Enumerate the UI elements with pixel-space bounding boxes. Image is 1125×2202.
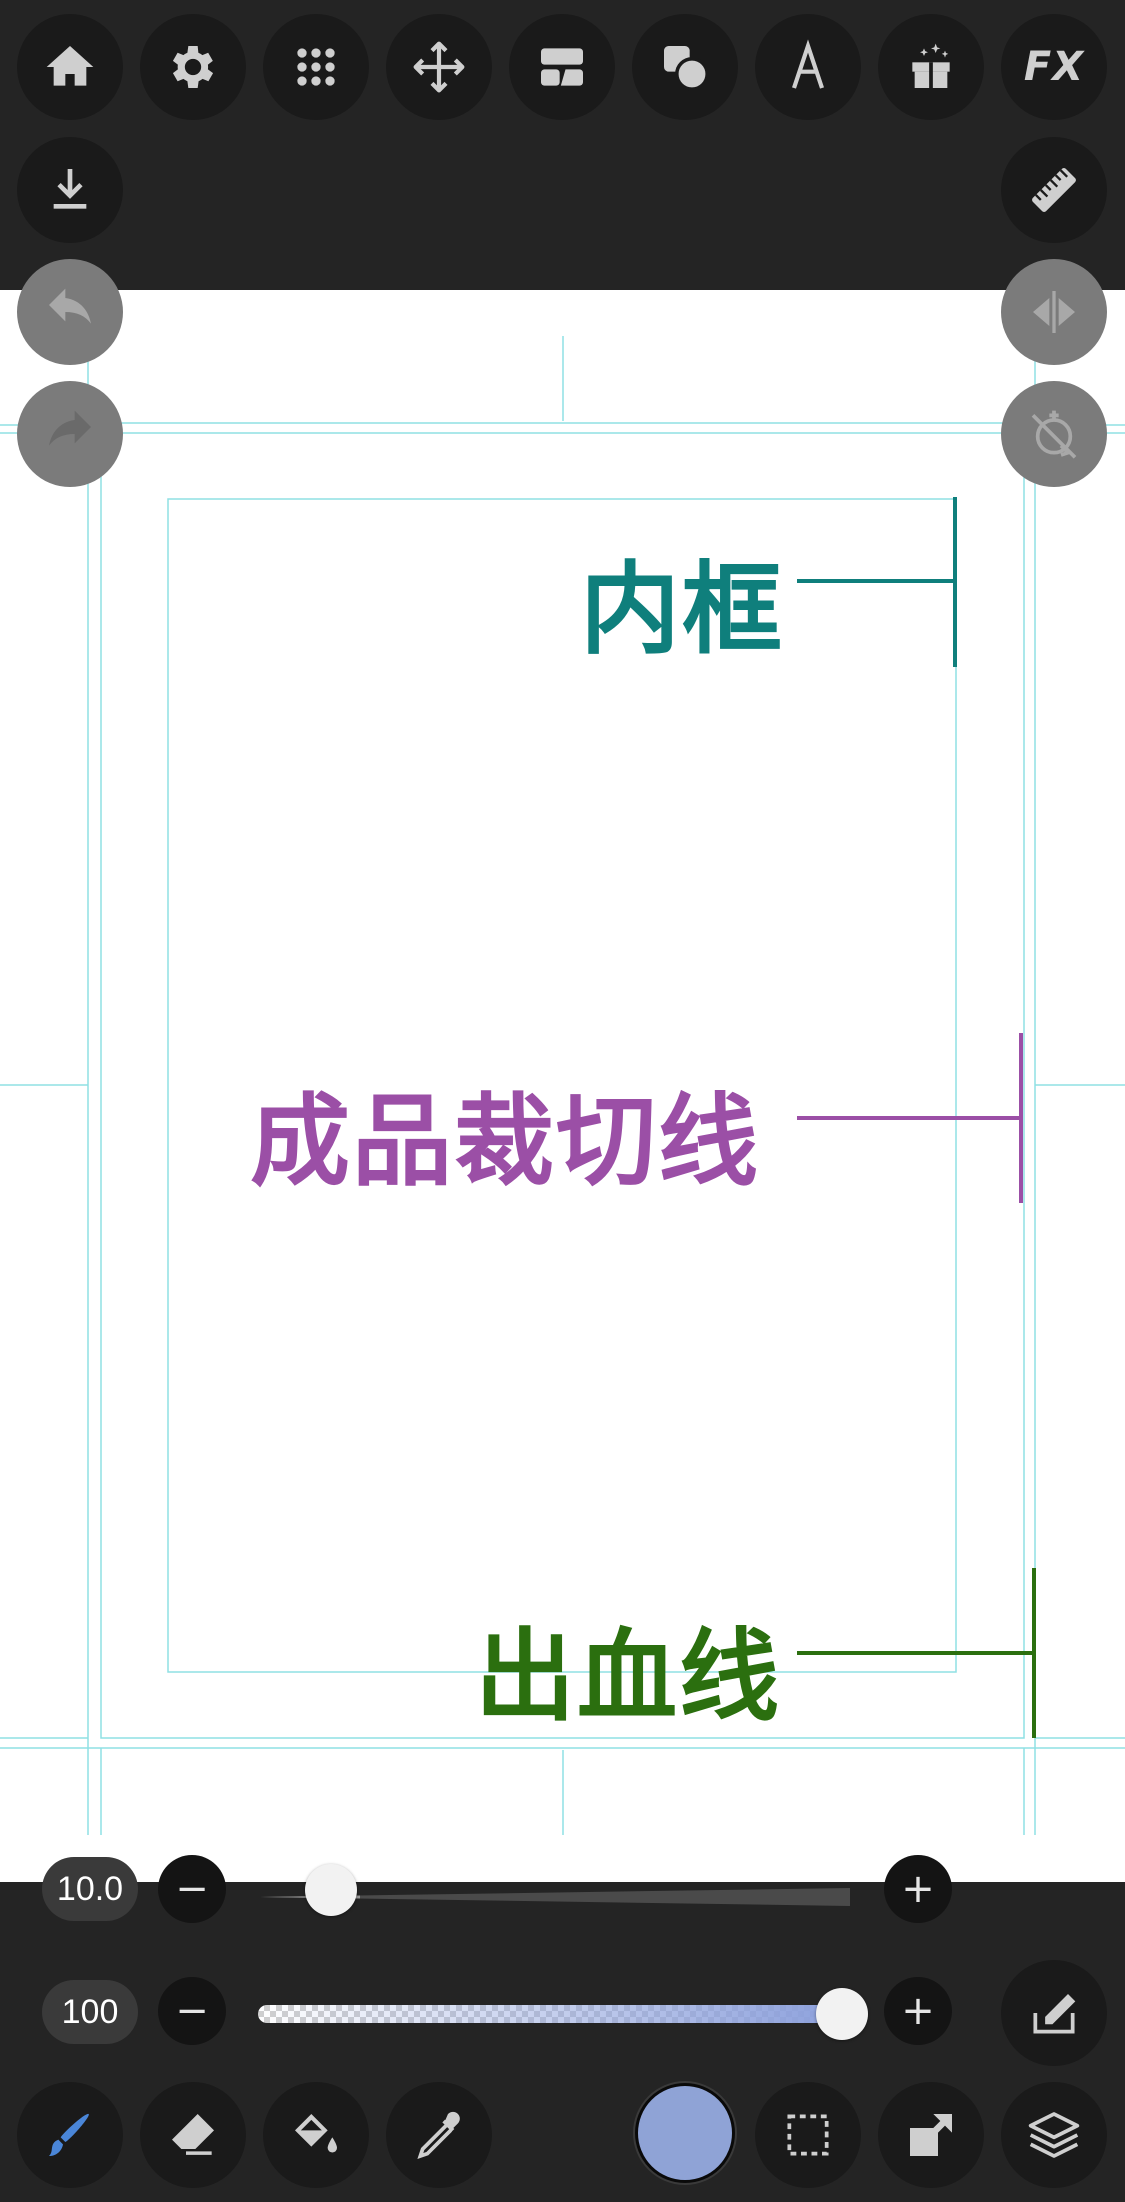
download-icon: [53, 169, 87, 209]
selection-icon: [787, 2114, 829, 2156]
edit-layer-button[interactable]: [1001, 1960, 1107, 2066]
inner-frame-label: 内框: [580, 551, 784, 668]
layout-icon: [541, 48, 583, 86]
brush-opacity-slider-thumb[interactable]: [816, 1988, 868, 2040]
shapes-button[interactable]: [632, 14, 738, 120]
transform-tool-button[interactable]: [878, 2082, 984, 2188]
text-button[interactable]: [755, 14, 861, 120]
inner-frame-guide: [167, 498, 957, 1673]
trim-line-label: 成品裁切线: [250, 1083, 760, 1200]
eyedropper-icon: [417, 2111, 460, 2159]
home-button[interactable]: [17, 14, 123, 120]
ruler-icon: [1032, 168, 1076, 212]
edit-layer-icon: [1033, 1994, 1076, 2034]
settings-button[interactable]: [140, 14, 246, 120]
brush-size-minus-button[interactable]: −: [158, 1855, 226, 1923]
apps-menu-button[interactable]: [263, 14, 369, 120]
top-toolbar: FX: [0, 0, 1125, 290]
brush-opacity-plus-button[interactable]: +: [884, 1977, 952, 2045]
undo-button[interactable]: [17, 259, 123, 365]
brush-opacity-slider[interactable]: [258, 2005, 842, 2023]
mirror-button[interactable]: [1001, 259, 1107, 365]
brush-icon: [49, 2113, 89, 2156]
brush-size-slider-thumb[interactable]: [304, 1864, 357, 1916]
text-icon: [792, 39, 824, 89]
opacity-fill: [258, 2005, 842, 2023]
fill-bucket-icon: [295, 2114, 337, 2153]
gift-icon: [912, 43, 950, 88]
fx-icon: FX: [1023, 44, 1085, 90]
rotate-lock-button[interactable]: [1001, 381, 1107, 487]
mirror-icon: [1033, 291, 1075, 333]
redo-icon: [49, 410, 91, 446]
bleed-line-label: 出血线: [475, 1618, 781, 1735]
brush-opacity-value[interactable]: 100: [42, 1980, 138, 2044]
brush-size-value[interactable]: 10.0: [42, 1857, 138, 1921]
color-picker-button[interactable]: [635, 2083, 735, 2183]
shapes-icon: [664, 46, 709, 91]
eyedropper-tool-button[interactable]: [386, 2082, 492, 2188]
undo-icon: [49, 288, 91, 324]
bleed-guide: [100, 432, 1025, 1739]
rotate-lock-icon: [1031, 410, 1077, 459]
brush-tool-button[interactable]: [17, 2082, 123, 2188]
brush-opacity-minus-button[interactable]: −: [158, 1977, 226, 2045]
grid-menu-icon: [297, 48, 335, 86]
gift-button[interactable]: [878, 14, 984, 120]
transform-icon: [910, 2114, 952, 2156]
layers-icon: [1028, 2112, 1080, 2158]
eraser-icon: [172, 2114, 214, 2155]
home-icon: [46, 46, 94, 86]
ruler-button[interactable]: [1001, 137, 1107, 243]
brush-size-plus-button[interactable]: +: [884, 1855, 952, 1923]
redo-button[interactable]: [17, 381, 123, 487]
download-button[interactable]: [17, 137, 123, 243]
fill-tool-button[interactable]: [263, 2082, 369, 2188]
eraser-tool-button[interactable]: [140, 2082, 246, 2188]
move-button[interactable]: [386, 14, 492, 120]
move-icon: [413, 41, 465, 93]
drawing-canvas[interactable]: 内框 成品裁切线 出血线: [0, 290, 1125, 1882]
settings-icon: [172, 46, 214, 88]
selection-tool-button[interactable]: [755, 2082, 861, 2188]
layers-button[interactable]: [1001, 2082, 1107, 2188]
layout-button[interactable]: [509, 14, 615, 120]
fx-button[interactable]: FX: [1001, 14, 1107, 120]
